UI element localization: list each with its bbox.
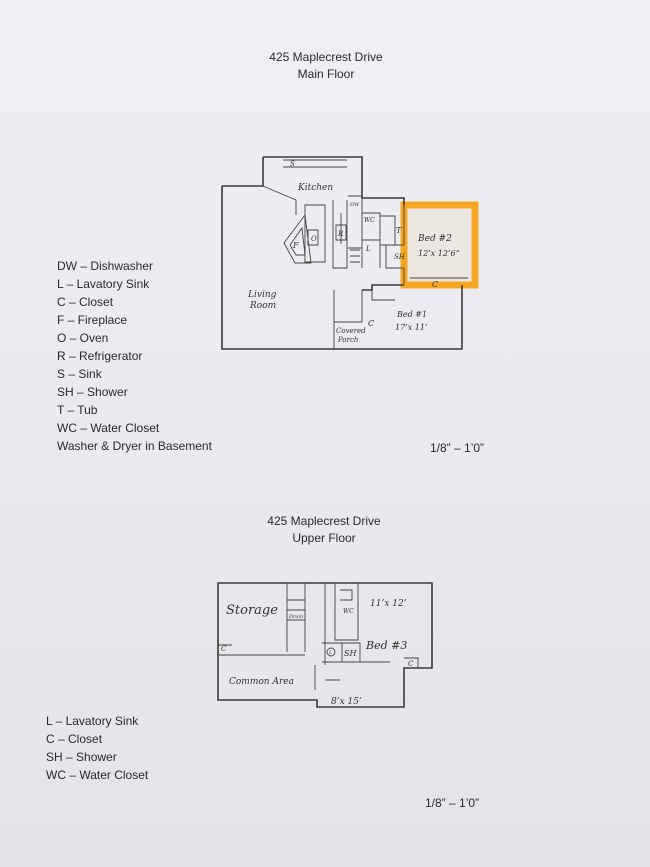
main-floor-address: 425 Maplecrest Drive (269, 50, 383, 64)
legend-item: WC – Water Closet (46, 768, 149, 782)
legend-item: L – Lavatory Sink (46, 714, 139, 728)
label-size-top: 11’x 12’ (370, 599, 407, 609)
upper-interior-walls (218, 583, 419, 690)
label-porch-2: Porch (337, 336, 358, 344)
legend-item: C – Closet (46, 732, 103, 746)
upper-outer-wall (217, 582, 433, 708)
label-wc: WC (364, 217, 375, 224)
label-closet-right: C (408, 660, 414, 668)
label-bed1-name: Bed #1 (396, 310, 427, 319)
label-closet-bed1: C (368, 319, 374, 328)
upper-floor-name: Upper Floor (292, 531, 356, 545)
upper-floor-address: 425 Maplecrest Drive (267, 514, 381, 528)
legend-item: R – Refrigerator (57, 349, 143, 363)
label-kitchen: Kitchen (297, 183, 333, 193)
legend-item: F – Fireplace (57, 313, 128, 327)
legend-item: L – Lavatory Sink (57, 277, 150, 291)
label-common-area: Common Area (229, 677, 294, 687)
upper-lav-circle (326, 647, 336, 657)
main-interior-walls (262, 159, 405, 349)
label-sink: S (290, 160, 295, 168)
bed2-highlight-fill (407, 208, 472, 282)
main-floor-name: Main Floor (297, 67, 355, 81)
legend-item: S – Sink (57, 367, 102, 381)
label-oven: O (311, 235, 317, 243)
label-closet-bed2: C (432, 280, 438, 289)
legend-item: SH – Shower (57, 385, 128, 399)
legend-item: WC – Water Closet (57, 421, 160, 435)
label-living-2: Room (249, 301, 276, 311)
fireplace-shape (283, 213, 312, 264)
main-floor-scale: 1/8” – 1’0” (430, 441, 485, 455)
label-dw: DW (349, 202, 360, 208)
upper-floor-title: 425 Maplecrest Drive Upper Floor (234, 513, 414, 547)
legend-item: O – Oven (57, 331, 109, 345)
main-floor-legend: DW – Dishwasher L – Lavatory Sink C – Cl… (57, 257, 212, 455)
label-refrigerator: R (337, 230, 344, 238)
label-bed2-size: 12’x 12’6” (418, 249, 460, 258)
label-storage: Storage (226, 603, 278, 618)
legend-item: Washer & Dryer in Basement (57, 439, 212, 453)
label-shower: SH (394, 253, 406, 261)
label-closet-left: C (221, 645, 227, 653)
label-bed1-size: 17’x 11’ (395, 323, 428, 332)
label-fireplace: F (292, 241, 299, 250)
label-porch-1: Covered (336, 327, 366, 335)
main-floor-title: 425 Maplecrest Drive Main Floor (236, 49, 416, 83)
label-upper-lav: L (328, 650, 333, 656)
label-drain: Drain (288, 614, 303, 620)
legend-item: DW – Dishwasher (57, 259, 154, 273)
label-lav: L (365, 245, 371, 253)
label-living-1: Living (247, 290, 277, 300)
legend-item: SH – Shower (46, 750, 117, 764)
label-upper-shower: SH (344, 649, 357, 658)
label-upper-wc: WC (343, 608, 354, 615)
label-bed3: Bed #3 (365, 639, 407, 652)
legend-item: C – Closet (57, 295, 114, 309)
legend-item: T – Tub (57, 403, 98, 417)
label-bed2-name: Bed #2 (417, 234, 452, 244)
label-tub: T (396, 226, 402, 235)
upper-floor-scale: 1/8” – 1’0” (425, 796, 480, 810)
upper-floor-legend: L – Lavatory Sink C – Closet SH – Shower… (46, 712, 148, 784)
label-size-bottom: 8’x 15’ (331, 697, 362, 707)
